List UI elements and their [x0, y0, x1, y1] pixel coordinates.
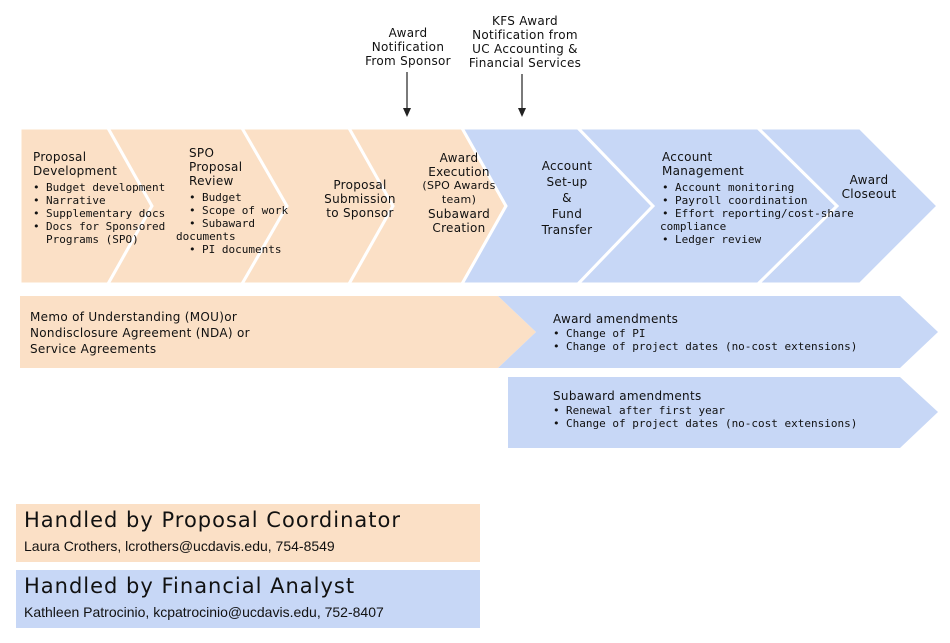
bullet-item: Narrative [33, 194, 165, 207]
title-line: to Sponsor [326, 206, 394, 220]
mou-line: Nondisclosure Agreement (NDA) or [30, 326, 250, 340]
legend-analyst-title: Handled by Financial Analyst [24, 574, 356, 598]
kfs-notification-note: KFS Award Notification from UC Accountin… [464, 14, 586, 70]
subaward-amendments-bullets: Renewal after first year Change of proje… [553, 404, 857, 430]
bullet-item: Supplementary docs [33, 207, 165, 220]
title-line: Fund [551, 207, 583, 221]
mou-line: Service Agreements [30, 342, 157, 356]
subaward-amendments-title: Subaward amendments [553, 389, 702, 403]
title-line: Creation [432, 221, 486, 235]
title-line: (SPO Awards [422, 179, 496, 192]
bullet-item: Docs for Sponsored [33, 220, 165, 233]
sponsor-notification-arrowhead [403, 108, 411, 117]
legend-analyst-contact: Kathleen Patrocinio, kcpatrocinio@ucdavi… [24, 604, 384, 620]
legend-financial-analyst: Handled by Financial Analyst Kathleen Pa… [16, 570, 480, 628]
note-line: Financial Services [468, 56, 582, 70]
bullet-item: Change of project dates (no-cost extensi… [553, 340, 857, 353]
title-line: Set-up [546, 175, 588, 189]
title-line: Award [439, 151, 479, 165]
bullet-item: Subaward [189, 217, 288, 230]
title-line: Submission [324, 192, 396, 206]
bullet-continuation: documents [176, 230, 288, 243]
step-title-closeout: Award Closeout [836, 173, 902, 201]
note-line: Notification from [472, 28, 578, 42]
note-line: Notification [371, 40, 445, 54]
note-line: Award [388, 26, 428, 40]
bullet-continuation: compliance [660, 220, 854, 233]
title-line: SPO [189, 146, 215, 160]
bullet-item: Payroll coordination [662, 194, 854, 207]
title-line: Transfer [541, 223, 593, 237]
bullet-item: Budget development [33, 181, 165, 194]
mou-arrow [20, 296, 536, 368]
bullet-continuation: Programs (SPO) [33, 233, 165, 246]
bullet-item: Effort reporting/cost-share [662, 207, 854, 220]
bullet-item: Account monitoring [662, 181, 854, 194]
title-line: Execution [428, 165, 490, 179]
award-amendments-title: Award amendments [553, 312, 679, 326]
kfs-notification-arrowhead [518, 108, 526, 117]
bullet-item: PI documents [189, 243, 288, 256]
title-line: Development [33, 164, 118, 178]
spo-review-bullets: Budget Scope of work Subaward documents … [176, 191, 288, 256]
account-management-bullets: Account monitoring Payroll coordination … [660, 181, 854, 246]
bullet-continuation-text: documents [176, 230, 236, 243]
bullet-continuation-text: compliance [660, 220, 727, 233]
title-line: Account [662, 150, 713, 164]
sponsor-notification-note: Award Notification From Sponsor [362, 26, 454, 68]
bullet-continuation-text: Programs (SPO) [46, 233, 139, 246]
bullet-item: Budget [189, 191, 288, 204]
proposal-development-bullets: Budget development Narrative Supplementa… [33, 181, 165, 246]
bullet-item: Renewal after first year [553, 404, 857, 417]
mou-line: Memo of Understanding (MOU)or [30, 310, 238, 324]
note-line: From Sponsor [365, 54, 451, 68]
title-line: Subaward [427, 207, 491, 221]
title-line: Review [189, 174, 234, 188]
note-line: UC Accounting & [472, 42, 578, 56]
note-line: KFS Award [492, 14, 558, 28]
mou-text: Memo of Understanding (MOU)or Nondisclos… [30, 309, 250, 357]
legend-coordinator-contact: Laura Crothers, lcrothers@ucdavis.edu, 7… [24, 538, 335, 554]
step-title-account-setup: Account Set-up & Fund Transfer [527, 158, 607, 238]
bullet-item: Change of project dates (no-cost extensi… [553, 417, 857, 430]
legend-coordinator-title: Handled by Proposal Coordinator [24, 508, 401, 532]
title-line: Proposal [189, 160, 243, 174]
title-line: & [562, 191, 572, 205]
title-line: team) [441, 193, 477, 206]
bullet-item: Scope of work [189, 204, 288, 217]
award-amendments-bullets: Change of PI Change of project dates (no… [553, 327, 857, 353]
step-title-award-execution: Award Execution (SPO Awards team) Subawa… [414, 151, 504, 235]
step-title-submission: Proposal Submission to Sponsor [310, 178, 410, 220]
step-title-account-management: Account Management [662, 150, 744, 178]
step-title-spo-review: SPO Proposal Review [189, 146, 242, 188]
title-line: Award [849, 173, 889, 187]
title-line: Account [541, 159, 593, 173]
step-title-proposal-development: Proposal Development [33, 150, 117, 178]
title-line: Management [662, 164, 745, 178]
legend-proposal-coordinator: Handled by Proposal Coordinator Laura Cr… [16, 504, 480, 562]
title-line: Proposal [333, 178, 387, 192]
title-line: Proposal [33, 150, 87, 164]
bullet-item: Change of PI [553, 327, 857, 340]
title-line: Closeout [841, 187, 897, 201]
bullet-item: Ledger review [662, 233, 854, 246]
